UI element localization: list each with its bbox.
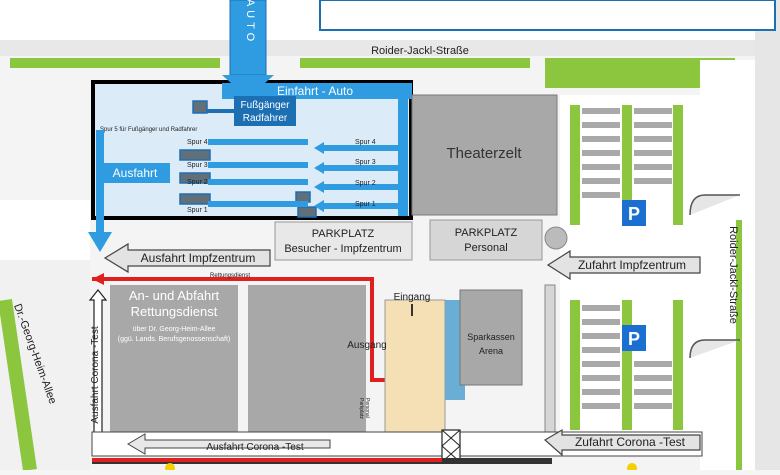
- svg-text:Spur 2: Spur 2: [355, 180, 376, 187]
- rescue-block-line2: Rettungsdienst: [131, 304, 218, 319]
- middle-building: [248, 285, 366, 435]
- grass-strip-top-mid: [300, 58, 530, 68]
- rescue-block-line4: (ggü. Lands. Berufsgenossenschaft): [118, 336, 230, 343]
- rescue-label: Rettungsdienst: [210, 273, 250, 279]
- auto-arrow-head: [222, 75, 274, 98]
- svg-text:Parkplatz: Parkplatz: [358, 398, 364, 419]
- lane-arrowheads-right: [314, 142, 324, 212]
- svg-text:Spur 3: Spur 3: [187, 162, 208, 169]
- lane-labels-left: Spur 4 Spur 3 Spur 2 Spur 1: [187, 139, 208, 214]
- parking-stripes: [582, 108, 672, 409]
- svg-text:P: P: [628, 204, 640, 224]
- exit-vaccination-label: Ausfahrt Impfzentrum: [141, 251, 256, 265]
- pedestrian-label-1: Fußgänger: [241, 100, 291, 111]
- roundabout-feature: [544, 226, 568, 250]
- right-road-edge: [755, 0, 780, 470]
- rescue-route: [92, 277, 385, 382]
- exit-arrow-head: [88, 232, 112, 252]
- arena-side-strip: [544, 284, 556, 436]
- rescue-block-line3: über Dr. Georg-Heim-Allee: [133, 326, 216, 333]
- parking-staff-box: [429, 219, 543, 261]
- auto-arrow-shaft: [229, 0, 267, 76]
- exit-label: Ausfahrt: [113, 166, 158, 180]
- exit-test-bottom-arrow: [127, 433, 331, 455]
- entrance-label: Eingang: [394, 292, 431, 303]
- svg-text:Spur 1: Spur 1: [355, 201, 376, 208]
- svg-text:Spur 2: Spur 2: [187, 179, 208, 186]
- rescue-arrow-head: [92, 273, 104, 285]
- svg-text:Spur 4: Spur 4: [355, 139, 376, 146]
- exit-vaccination-arrow: [103, 242, 271, 274]
- parking-visitor-line2: Besucher - Impfzentrum: [284, 243, 401, 255]
- theater-building: [411, 94, 558, 216]
- svg-text:Spur 4: Spur 4: [187, 139, 208, 146]
- parking-sign-upper: P: [622, 200, 646, 226]
- arena-label-2: Arena: [479, 346, 503, 356]
- road-label-right: Roider-Jackl-Straße: [727, 226, 739, 324]
- arrival-vaccination-label: Zufahrt Impfzentrum: [578, 258, 686, 272]
- barrier-gate: [441, 429, 461, 463]
- entry-auto-banner: [222, 83, 412, 99]
- parking-visitor-line1: PARKPLATZ: [312, 228, 375, 240]
- auto-label: AUTO: [244, 0, 256, 45]
- rescue-block-line1: An- und Abfahrt: [129, 288, 220, 303]
- parking-rows: [570, 105, 683, 430]
- parking-visitor-box: [274, 221, 413, 261]
- lane-arrows-left: [208, 139, 308, 207]
- lane5-label: Spur 5 für Fußgänger und Radfahrer: [100, 127, 197, 133]
- curve-arrow-lower: [689, 339, 740, 359]
- grass-strip-top-left: [10, 58, 220, 68]
- arrival-test-label: Zufahrt Corona -Test: [575, 435, 686, 449]
- top-blue-outline: [319, 0, 776, 31]
- parking-staff-line1: PARKPLATZ: [455, 227, 518, 239]
- arena-building: [459, 289, 523, 386]
- barrier-cross: [441, 429, 461, 463]
- svg-text:Spur 3: Spur 3: [355, 159, 376, 166]
- pedestrian-box: [234, 96, 296, 126]
- exit-test-bottom-label: Ausfahrt Corona -Test: [206, 442, 303, 453]
- exit-door-label: Ausgang: [347, 340, 386, 351]
- booths: [179, 100, 317, 218]
- lane-labels-right: Spur 4 Spur 3 Spur 2 Spur 1: [355, 139, 376, 208]
- right-grass-strip: [736, 220, 742, 470]
- pedestrian-label-2: Radfahrer: [243, 113, 288, 124]
- arrival-test-arrow: [543, 428, 701, 457]
- svg-text:P: P: [628, 329, 640, 349]
- entry-auto-label: Einfahrt - Auto: [277, 84, 353, 98]
- parking-sign-lower: P: [622, 325, 646, 351]
- svg-text:Spur 1: Spur 1: [187, 207, 208, 214]
- lane-arrows-right: [320, 145, 400, 209]
- entry-right-band: [398, 86, 408, 216]
- top-road-lane: [0, 40, 780, 56]
- exit-test-vertical-label: Ausfahrt Corona -Test: [90, 326, 101, 423]
- small-parking-label: Parkplatz Personal: [358, 398, 370, 419]
- parking-staff-line2: Personal: [464, 242, 507, 254]
- theater-label: Theaterzelt: [446, 145, 522, 162]
- arrival-vaccination-arrow: [546, 249, 701, 281]
- rescue-building: [110, 285, 238, 435]
- arena-label-1: Sparkassen: [467, 332, 515, 342]
- svg-text:Personal: Personal: [364, 398, 370, 418]
- curve-arrow-upper: [689, 194, 740, 216]
- road-label-top: Roider-Jackl-Straße: [371, 45, 469, 57]
- bottom-edge-red: [92, 458, 442, 462]
- exit-banner: [100, 163, 170, 183]
- arena-annex: [384, 299, 446, 433]
- left-grass-diagonal: [0, 298, 37, 472]
